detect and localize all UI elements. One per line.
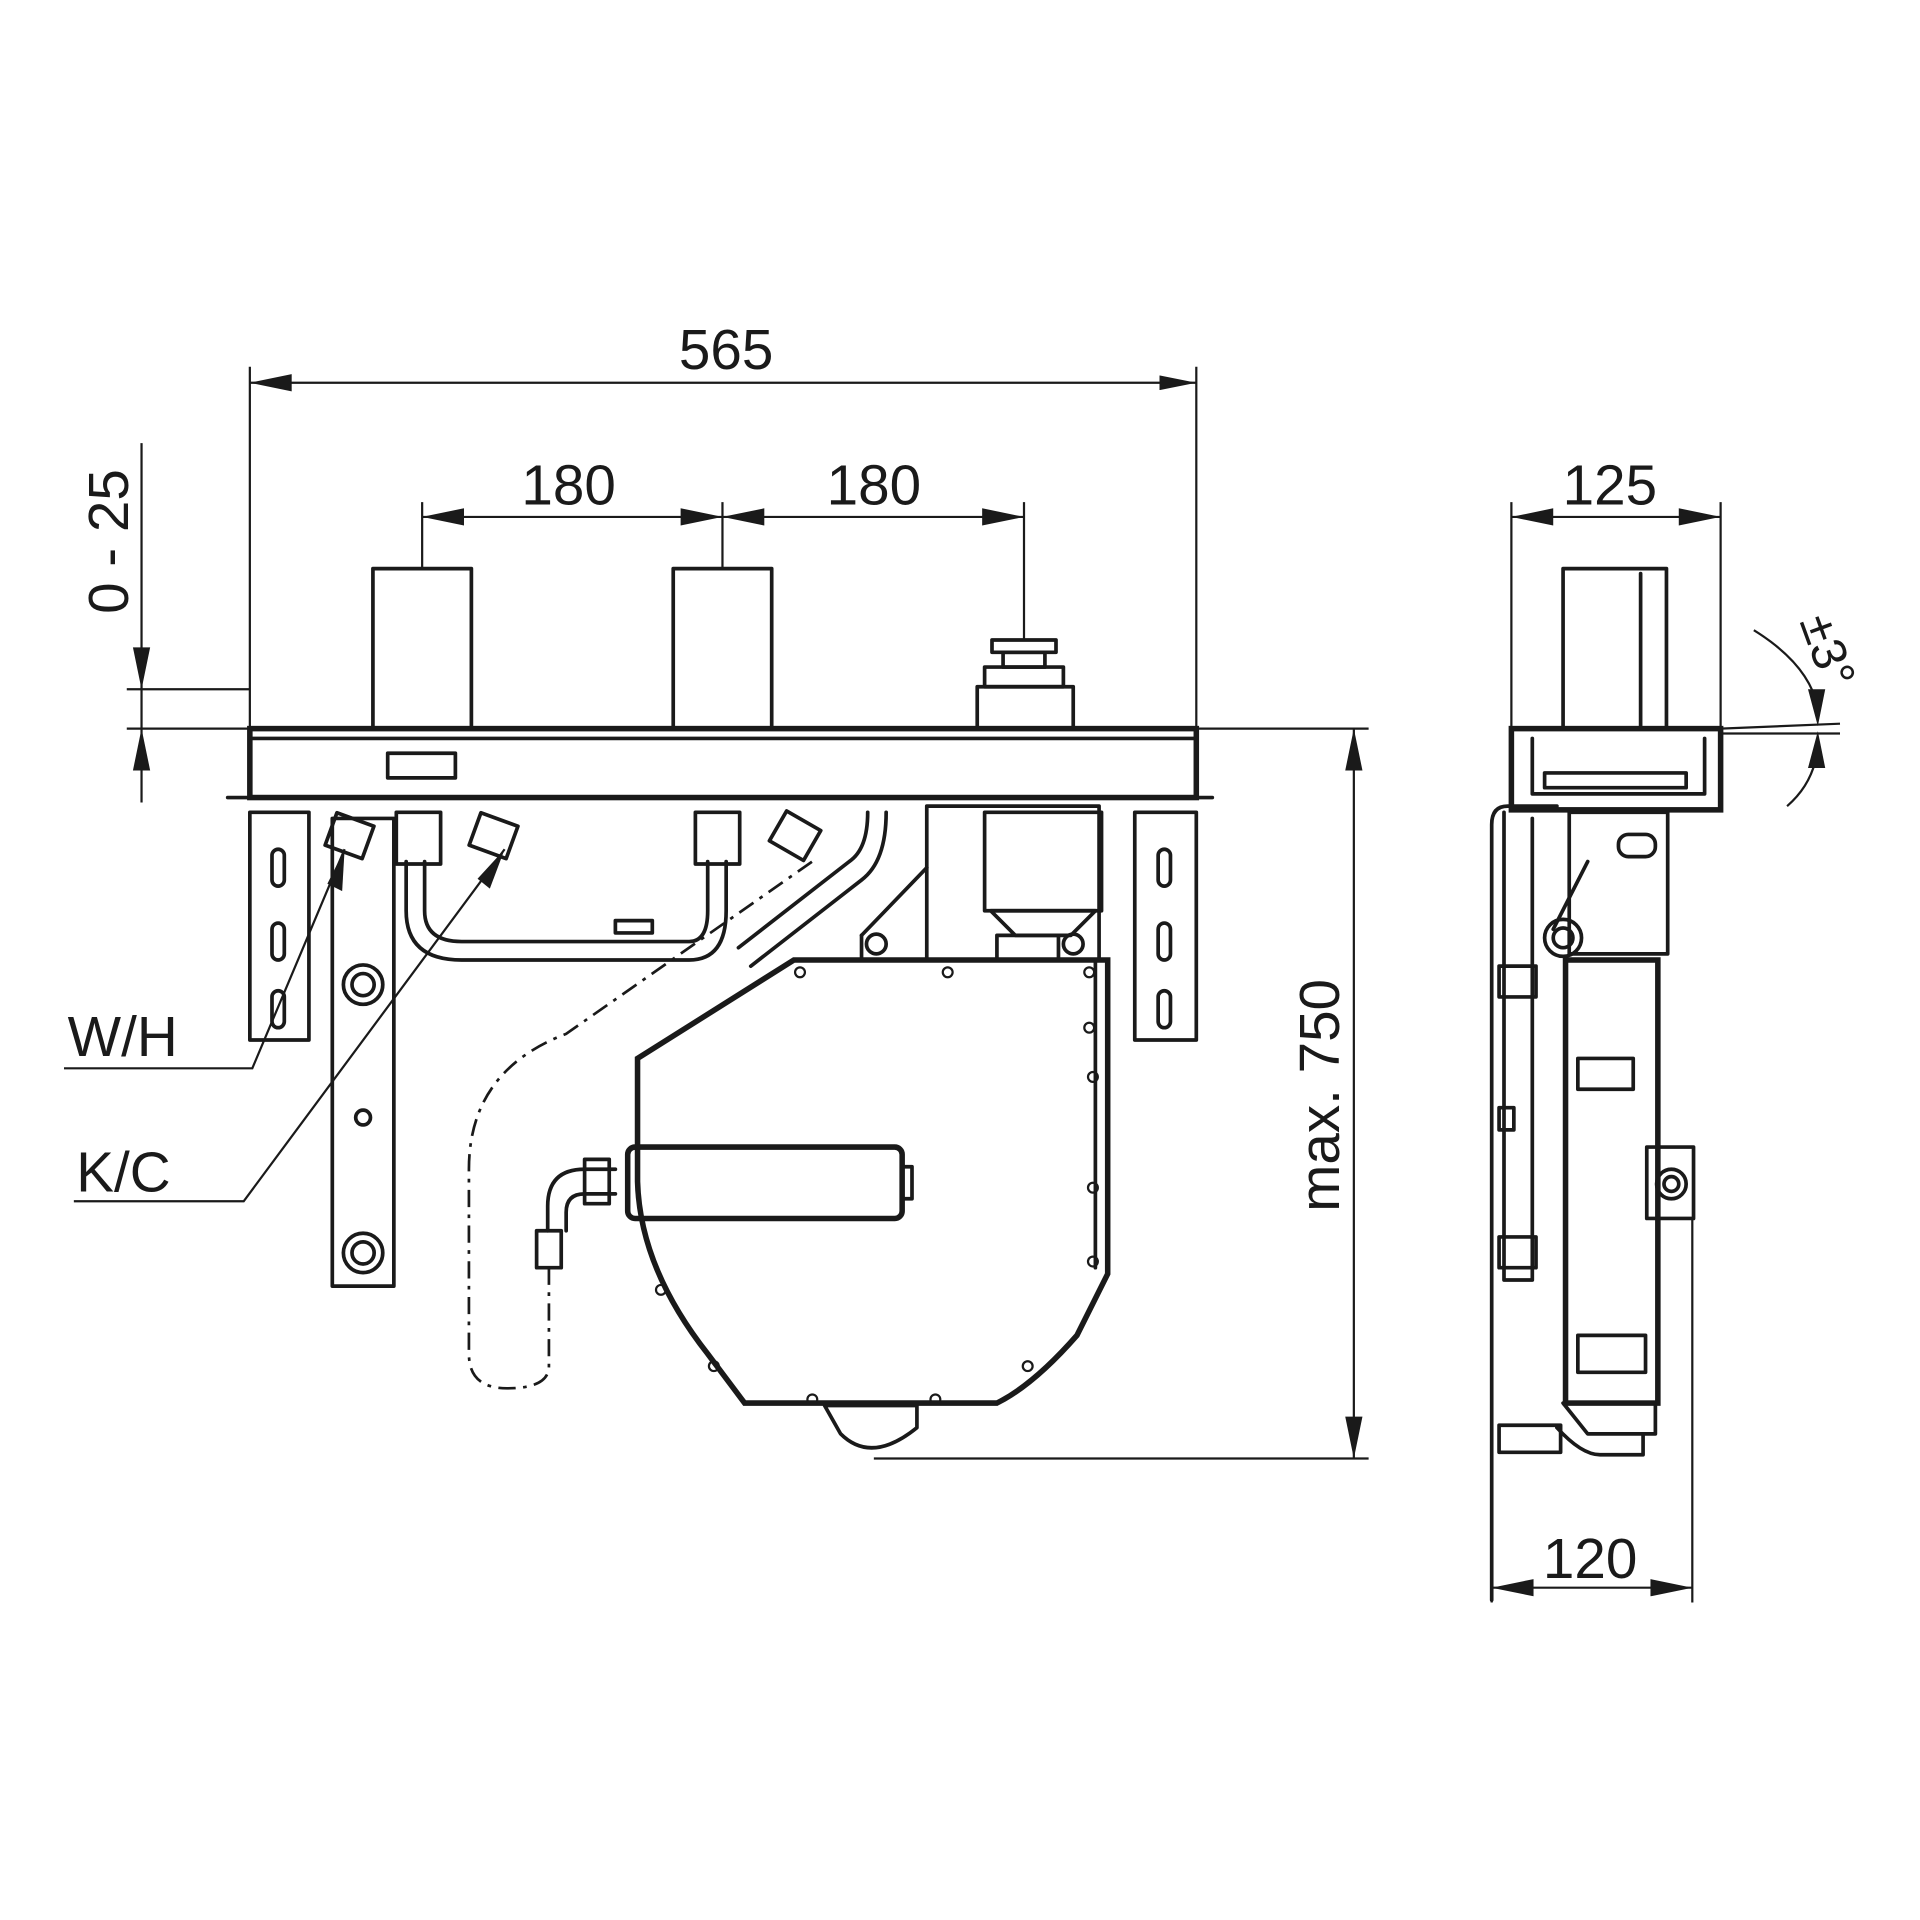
dim-0-25-label: 0 - 25 [77,469,140,614]
dimension-0-25: 0 - 25 [77,443,250,803]
bracket-right [1132,810,1199,1042]
plate-label-slot [385,751,458,780]
dim-750-label: max. 750 [1288,979,1351,1212]
label-kc: K/C [76,1140,170,1203]
thermostat-cartridge [859,804,1104,962]
dim-180-left-label: 180 [521,454,615,517]
side-plate [1508,725,1724,813]
dimension-120: 120 [1490,1218,1694,1603]
dim-125-label: 125 [1563,454,1657,517]
hose-fitting [545,1167,618,1233]
label-wh: W/H [68,1005,178,1068]
housing-screws [654,966,1099,1406]
side-view: 125 120 [1489,454,1866,1603]
label-hot-water: W/H [64,848,346,1070]
vertical-rail [330,816,396,1288]
dim-120-label: 120 [1543,1527,1637,1590]
drain-outlet [822,1403,919,1450]
inlet-valves [323,809,823,866]
bracket-left [248,810,311,1042]
box-housing [634,957,1111,1406]
dim-180-right-label: 180 [827,454,921,517]
front-view: 565 180 180 0 - 25 [64,318,1369,1460]
connecting-pipe [404,859,728,962]
diverter-cylinder [624,1144,905,1222]
dimension-565: 565 [248,318,1198,729]
dimension-750: max. 750 [873,727,1369,1460]
dimension-125: 125 [1510,454,1722,736]
dimension-180-spacing: 180 180 [421,454,1026,640]
side-diverter [1644,1145,1696,1221]
diverter-knob [975,638,1076,731]
side-bracket [1489,804,1559,1602]
label-cold-water: K/C [73,848,506,1203]
side-hose-nozzle [1497,1423,1563,1455]
handle-side [1561,566,1669,731]
angle-tolerance: ±3° [1720,606,1866,807]
handle-left [371,566,474,731]
handle-center [671,566,774,731]
angle-label: ±3° [1789,606,1866,694]
side-drain [1561,1401,1658,1436]
hose-dashed [467,860,814,1390]
dim-565-label: 565 [679,318,773,381]
